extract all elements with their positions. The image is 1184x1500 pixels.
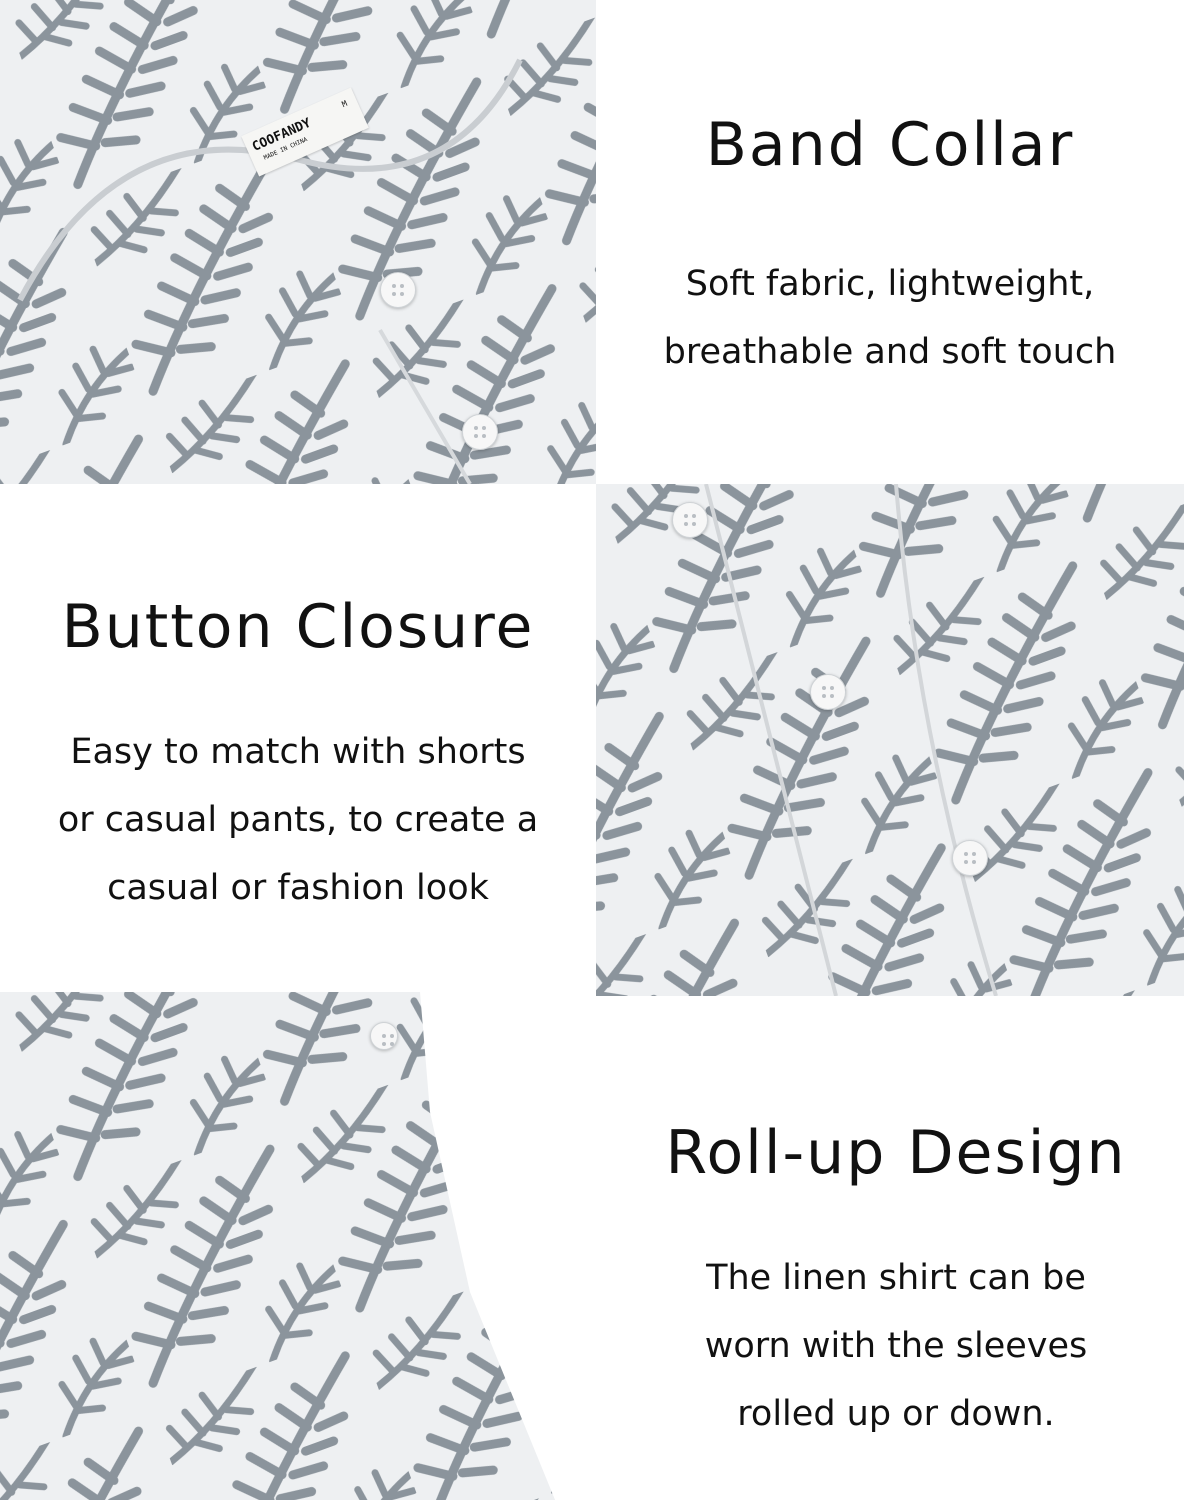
section-line: worn with the sleeves	[704, 1326, 1088, 1366]
section-line: rolled up or down.	[737, 1394, 1055, 1434]
band-collar-photo: COOFANDY MADE IN CHINA M	[0, 0, 596, 484]
collar-outline	[17, 58, 523, 484]
shirt-button	[810, 674, 846, 710]
section-line: breathable and soft touch	[663, 332, 1117, 372]
roll-up-design-section: Roll-up Design The linen shirt can be wo…	[608, 1118, 1184, 1448]
section-title: Button Closure	[61, 592, 535, 662]
section-line: Soft fabric, lightweight,	[685, 264, 1095, 304]
roll-up-sleeve-photo	[0, 992, 580, 1500]
button-closure-section: Button Closure Easy to match with shorts…	[0, 592, 596, 922]
shirt-button	[370, 1022, 398, 1050]
band-collar-section: Band Collar Soft fabric, lightweight, br…	[596, 110, 1184, 386]
leaf-print-fabric	[0, 0, 596, 484]
leaf-print-fabric	[596, 484, 1184, 996]
shirt-button	[380, 272, 416, 308]
section-line: The linen shirt can be	[706, 1258, 1086, 1298]
shirt-button	[952, 840, 988, 876]
section-line: casual or fashion look	[107, 868, 489, 908]
section-line: Easy to match with shorts	[70, 732, 526, 772]
section-title: Roll-up Design	[665, 1118, 1127, 1188]
label-size: M	[340, 98, 349, 110]
placket-outline	[704, 484, 998, 996]
button-closure-photo	[596, 484, 1184, 996]
sleeve-shape	[0, 992, 556, 1500]
shirt-button	[672, 502, 708, 538]
section-line: or casual pants, to create a	[57, 800, 539, 840]
section-title: Band Collar	[705, 110, 1075, 180]
shirt-button	[462, 414, 498, 450]
